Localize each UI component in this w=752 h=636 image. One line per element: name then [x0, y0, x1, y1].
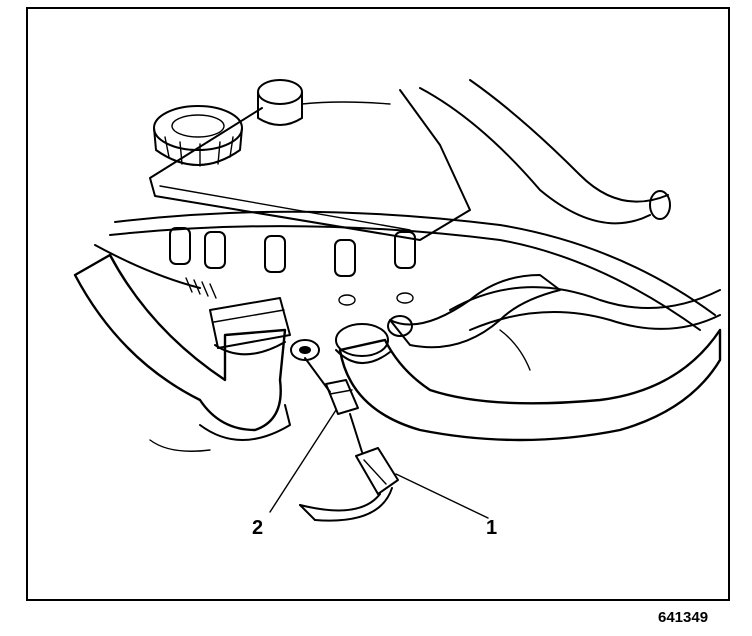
figure-frame [26, 7, 730, 601]
leader-lines [269, 409, 489, 519]
right-coolant-hose [335, 274, 722, 442]
figure-id-label: 641349 [658, 609, 708, 626]
right-hose-assembly [109, 79, 716, 331]
oil-filler-cap [153, 105, 243, 167]
small-reservoir-cap [257, 79, 391, 126]
sensor-electrical-connector [299, 447, 399, 522]
left-wiring-harness [94, 244, 217, 299]
left-coolant-hose [73, 253, 291, 452]
fuel-injectors [169, 227, 416, 306]
callout-1-label: 1 [486, 517, 497, 539]
oil-pressure-sensor [290, 339, 363, 453]
callout-2-label: 2 [252, 517, 263, 539]
engine-top-cover [149, 89, 471, 241]
